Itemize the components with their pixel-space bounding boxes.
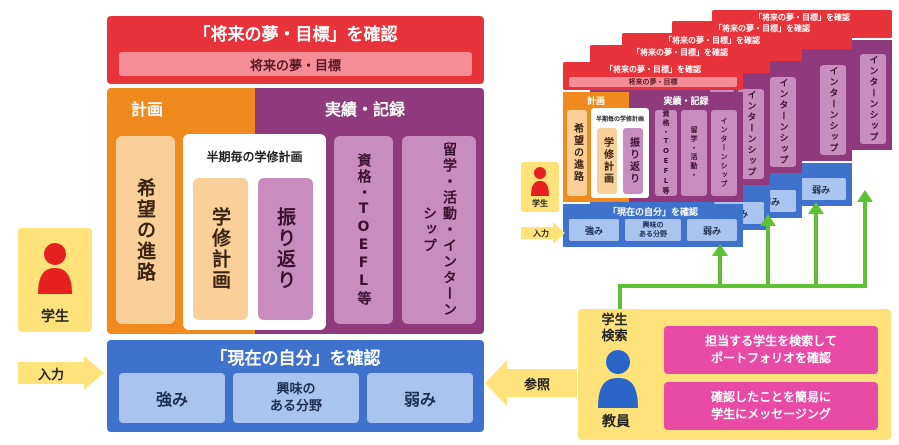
card-intern-text: インターンシップ xyxy=(827,66,838,154)
teacher-action2-line2: 学生にメッセージング xyxy=(711,407,831,421)
teacher-search-line2: 検索 xyxy=(601,329,628,344)
card-intern-box: インターンシップ xyxy=(770,77,796,167)
mini-goal-title: 「将来の夢・目標」を確認 xyxy=(605,65,701,74)
teacher-action2-line1: 確認したことを簡易に xyxy=(710,390,831,404)
interest-box: 興味の ある分野 xyxy=(233,373,359,423)
teacher-avatar-icon xyxy=(598,350,638,408)
teacher-action1-line2: ポートフォリオを確認 xyxy=(710,351,831,365)
teacher-search-label: 学生 検索 xyxy=(592,313,637,345)
card-weakness: 弱み xyxy=(796,178,846,200)
mini-weakness: 弱み xyxy=(687,219,737,241)
reference-lines-icon xyxy=(618,190,873,310)
card-intern-box: インターンシップ xyxy=(860,54,886,144)
mini-goal-bar: 「将来の夢・目標」を確認 将来の夢・目標 xyxy=(563,62,743,90)
certification-box: 資格・TOEFL等 xyxy=(334,136,393,324)
mini-student-label: 学生 xyxy=(532,199,548,208)
interest-line2: ある分野 xyxy=(269,399,322,414)
mini-intern2-text: インターンシップ xyxy=(720,117,728,189)
goal-section: 「将来の夢・目標」を確認 将来の夢・目標 xyxy=(107,16,484,84)
plan-label: 計画 xyxy=(130,100,163,119)
portfolio-card-front: 「将来の夢・目標」を確認 将来の夢・目標 計画 実績・記録 希望の進路 半期毎の… xyxy=(563,62,743,247)
mini-intern2-box: インターンシップ xyxy=(711,110,737,196)
mini-record-label: 実績・記録 xyxy=(663,97,709,107)
mini-plan-label: 計画 xyxy=(586,97,605,107)
input-label: 入力 xyxy=(37,367,64,383)
mini-study-text: 学修計画 xyxy=(601,137,613,185)
study-plan-box: 学修計画 xyxy=(193,178,248,320)
student-avatar-icon xyxy=(38,243,72,294)
record-label: 実績・記録 xyxy=(324,100,405,119)
hope-path-box: 希望の進路 xyxy=(116,136,175,324)
card-intern-box: インターンシップ xyxy=(820,65,846,155)
mini-intern-text: 留学・活動・ xyxy=(690,126,698,180)
card-goal-title: 「将来の夢・目標」を確認 xyxy=(754,13,850,22)
card-goal-title: 「将来の夢・目標」を確認 xyxy=(664,36,760,45)
teacher-action1-line1: 担当する学生を検索して xyxy=(705,334,837,348)
reflection-text: 振り返り xyxy=(274,207,296,291)
reference-arrow-icon xyxy=(485,360,577,406)
mini-study-box: 学修計画 xyxy=(597,128,617,194)
hope-path-text: 希望の進路 xyxy=(134,177,156,283)
card-goal-title: 「将来の夢・目標」を確認 xyxy=(714,24,810,33)
reflection-box: 振り返り xyxy=(258,178,313,320)
mini-semester-title: 半期毎の学修計画 xyxy=(595,116,644,123)
mini-interest-line1: 興味の xyxy=(642,221,664,229)
weakness-box: 弱み xyxy=(367,373,473,423)
card-intern-text: インターンシップ xyxy=(745,90,756,178)
mini-input-label: 入力 xyxy=(533,228,549,238)
goal-title: 「将来の夢・目標」を確認 xyxy=(193,25,398,45)
interest-line1: 興味の xyxy=(276,382,316,397)
mini-reflect-text: 振り返り xyxy=(627,137,639,185)
mini-self-title: 「現在の自分」を確認 xyxy=(607,208,698,218)
mini-interest: 興味の ある分野 xyxy=(625,219,681,241)
mini-interest-line2: ある分野 xyxy=(639,230,667,238)
teacher-action-search: 担当する学生を検索して ポートフォリオを確認 xyxy=(664,326,878,374)
teacher-action-message: 確認したことを簡易に 学生にメッセージング xyxy=(664,382,878,430)
input-arrow-icon xyxy=(18,356,104,390)
semester-title: 半期毎の学修計画 xyxy=(206,150,303,164)
mini-hope-box: 希望の進路 xyxy=(567,110,587,196)
current-self-section: 「現在の自分」を確認 強み 興味の ある分野 弱み xyxy=(107,340,484,432)
mini-cert-box: 資格・TOEFL等 xyxy=(655,110,677,196)
mini-intern-box: 留学・活動・ xyxy=(681,110,707,196)
certification-text: 資格・TOEFL等 xyxy=(355,153,372,307)
card-intern-text: インターンシップ xyxy=(867,55,878,143)
strength-box: 強み xyxy=(119,373,225,423)
student-card: 学生 xyxy=(18,228,92,332)
card-intern-text: インターンシップ xyxy=(777,78,788,166)
internship-box: 留学・活動・インターンシップ xyxy=(402,136,476,324)
teacher-label: 教員 xyxy=(602,414,630,430)
student-label: 学生 xyxy=(41,309,69,325)
mini-student-avatar-icon xyxy=(531,167,549,196)
mini-input-arrow-icon xyxy=(521,222,565,244)
card-goal-title: 「将来の夢・目標」を確認 xyxy=(632,48,728,57)
mini-hope-text: 希望の進路 xyxy=(571,123,583,183)
mini-goal-sub: 将来の夢・目標 xyxy=(569,77,737,87)
teacher-search-line1: 学生 xyxy=(601,313,628,328)
study-plan-text: 学修計画 xyxy=(209,207,231,291)
mini-cert-text: 資格・TOEFL等 xyxy=(662,110,670,196)
goal-subtitle: 将来の夢・目標 xyxy=(119,52,472,76)
mini-reflect-box: 振り返り xyxy=(623,128,643,194)
internship-text: 留学・活動・インターンシップ xyxy=(421,142,457,318)
mini-student-card: 学生 xyxy=(521,162,559,212)
reference-label: 参照 xyxy=(523,377,550,393)
mini-strength: 強み xyxy=(569,219,619,241)
current-self-title: 「現在の自分」を確認 xyxy=(210,349,381,369)
